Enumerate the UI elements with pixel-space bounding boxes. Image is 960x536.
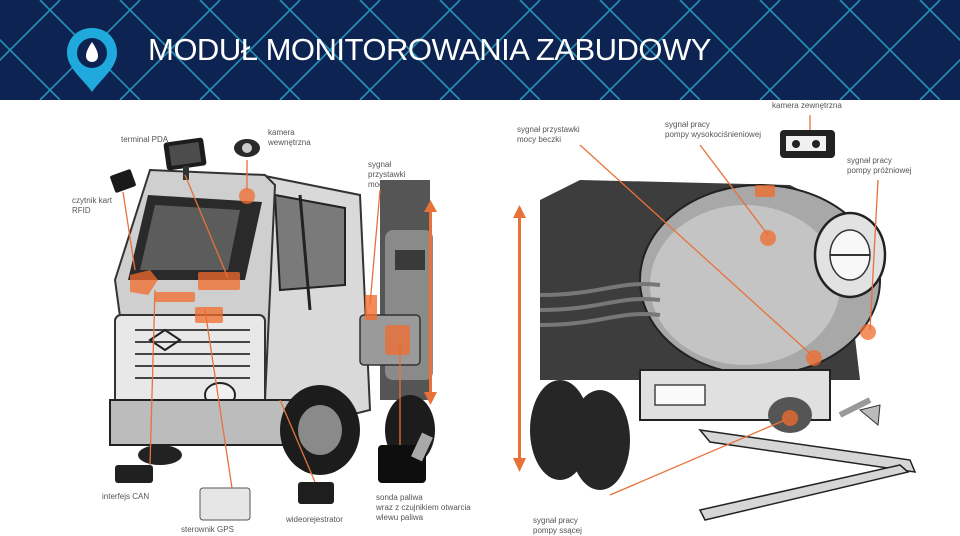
header-pattern xyxy=(0,0,960,100)
truck-rear-view xyxy=(530,130,917,521)
label-kamera-zewnetrzna: kamera zewnętrzna xyxy=(772,101,842,110)
label-terminal-pda: terminal PDA xyxy=(121,135,169,144)
monitoring-diagram xyxy=(109,115,917,521)
label-sterownik-gps: sterownik GPS xyxy=(181,525,234,534)
arrow-indicators xyxy=(424,200,526,472)
callout-zones xyxy=(130,185,876,426)
header-banner: MODUŁ MONITOROWANIA ZABUDOWY xyxy=(0,0,960,100)
truck-front-view xyxy=(109,168,435,475)
device-images xyxy=(110,137,433,521)
callout-lines xyxy=(122,115,879,496)
label-interfejs-can: interfejs CAN xyxy=(102,492,150,501)
water-drop-pin-icon xyxy=(67,28,117,92)
page-title: MODUŁ MONITOROWANIA ZABUDOWY xyxy=(148,32,711,67)
label-wideorejestrator: wideorejestrator xyxy=(286,515,343,524)
